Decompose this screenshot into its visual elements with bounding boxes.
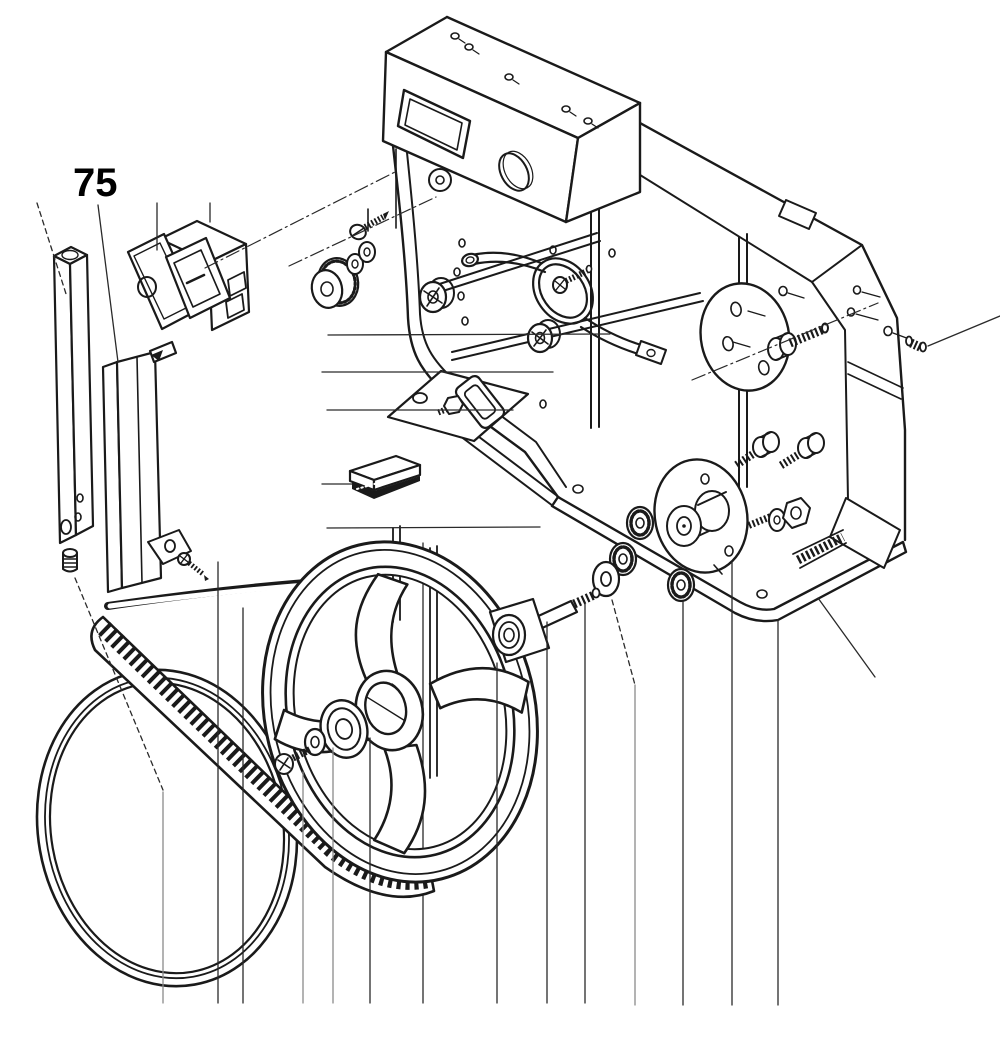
socket-cap-screw-2: [777, 432, 825, 470]
socket-cap-screw-1: [732, 431, 780, 470]
frame-top-rail: [445, 15, 907, 542]
cleaning-brush: [348, 454, 422, 499]
frame-set-screw: [905, 335, 927, 353]
frame-base-plate: [550, 495, 908, 623]
wire-clamp: [461, 251, 667, 365]
flange-disc: [699, 282, 791, 392]
threaded-stud-washer-nut: [743, 497, 811, 532]
axle-bearing-shaft: [488, 587, 601, 664]
wheel-hub: [354, 669, 425, 752]
switch-hole: [137, 276, 157, 298]
pulley-screw: [274, 745, 313, 775]
control-housing: [381, 15, 642, 224]
small-pulley-bearing: [319, 699, 369, 759]
motor-flange-hub: [653, 458, 749, 575]
serrated-flange-nut-2: [608, 541, 638, 577]
clamp-screw: [552, 264, 593, 294]
pivot-boss: [428, 168, 452, 192]
callout-75-leader: [97, 204, 119, 363]
phillips-screw-large: [418, 277, 455, 314]
callout-75-label: 75: [73, 161, 118, 205]
bracket-screw: [177, 552, 209, 581]
serrated-flange-nut-3: [666, 567, 696, 603]
washer-small-1: [346, 253, 364, 275]
display-window: [396, 88, 472, 160]
washer-small-2: [358, 241, 376, 263]
flange-bolt: [767, 322, 829, 361]
flat-washer-axle: [591, 560, 621, 598]
serrated-flange-nut-1: [625, 505, 655, 541]
round-port-hole: [498, 150, 534, 192]
guide-channel-bar: [101, 340, 178, 594]
square-post-bar: [52, 245, 95, 545]
housing-screw-holes: [450, 32, 599, 129]
pulley-washer: [303, 727, 327, 757]
post-set-screw-nut: [62, 548, 78, 573]
leader-lines: [36, 171, 1000, 1006]
spoked-band-wheel: [261, 540, 539, 884]
phillips-screw-floating: [526, 319, 561, 354]
rocker-switch: [126, 219, 251, 332]
